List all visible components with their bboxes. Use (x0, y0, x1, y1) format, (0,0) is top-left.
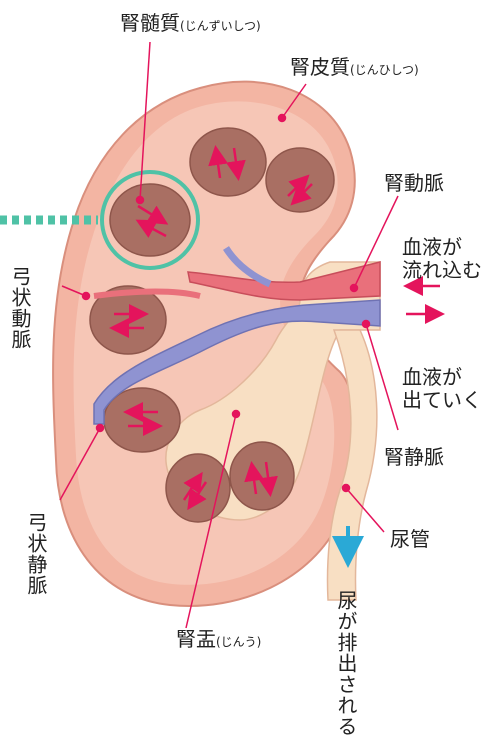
label-pelvis: 腎盂(じんう) (176, 628, 261, 651)
label-renal-vein: 腎静脈 (384, 446, 444, 469)
label-blood-out-line2: 出ていく (402, 389, 482, 412)
label-urine-out: 尿が排出される (334, 590, 357, 737)
pyramid (266, 148, 334, 212)
label-medulla-main: 腎髄質 (120, 11, 180, 35)
label-ureter: 尿管 (390, 528, 430, 551)
label-medulla-reading: (じんずいしつ) (180, 19, 261, 33)
label-arcuate-artery: 弓状動脈 (8, 266, 31, 350)
label-blood-out: 血液が 出ていく (402, 366, 482, 412)
pyramid (230, 442, 294, 510)
label-pelvis-main: 腎盂 (176, 627, 216, 651)
label-renal-artery: 腎動脈 (384, 172, 444, 195)
label-blood-in-line1: 血液が (402, 236, 482, 259)
label-cortex-reading: (じんひしつ) (350, 63, 419, 77)
label-arcuate-vein: 弓状静脈 (24, 512, 47, 596)
label-cortex-main: 腎皮質 (290, 55, 350, 79)
label-blood-in-line2: 流れ込む (402, 259, 482, 282)
pyramid (110, 184, 190, 256)
label-blood-in: 血液が 流れ込む (402, 236, 482, 282)
label-medulla: 腎髄質(じんずいしつ) (120, 12, 261, 35)
label-pelvis-reading: (じんう) (216, 635, 261, 649)
pyramid (166, 454, 230, 522)
pyramid (190, 128, 266, 196)
label-cortex: 腎皮質(じんひしつ) (290, 56, 419, 79)
label-blood-out-line1: 血液が (402, 366, 482, 389)
